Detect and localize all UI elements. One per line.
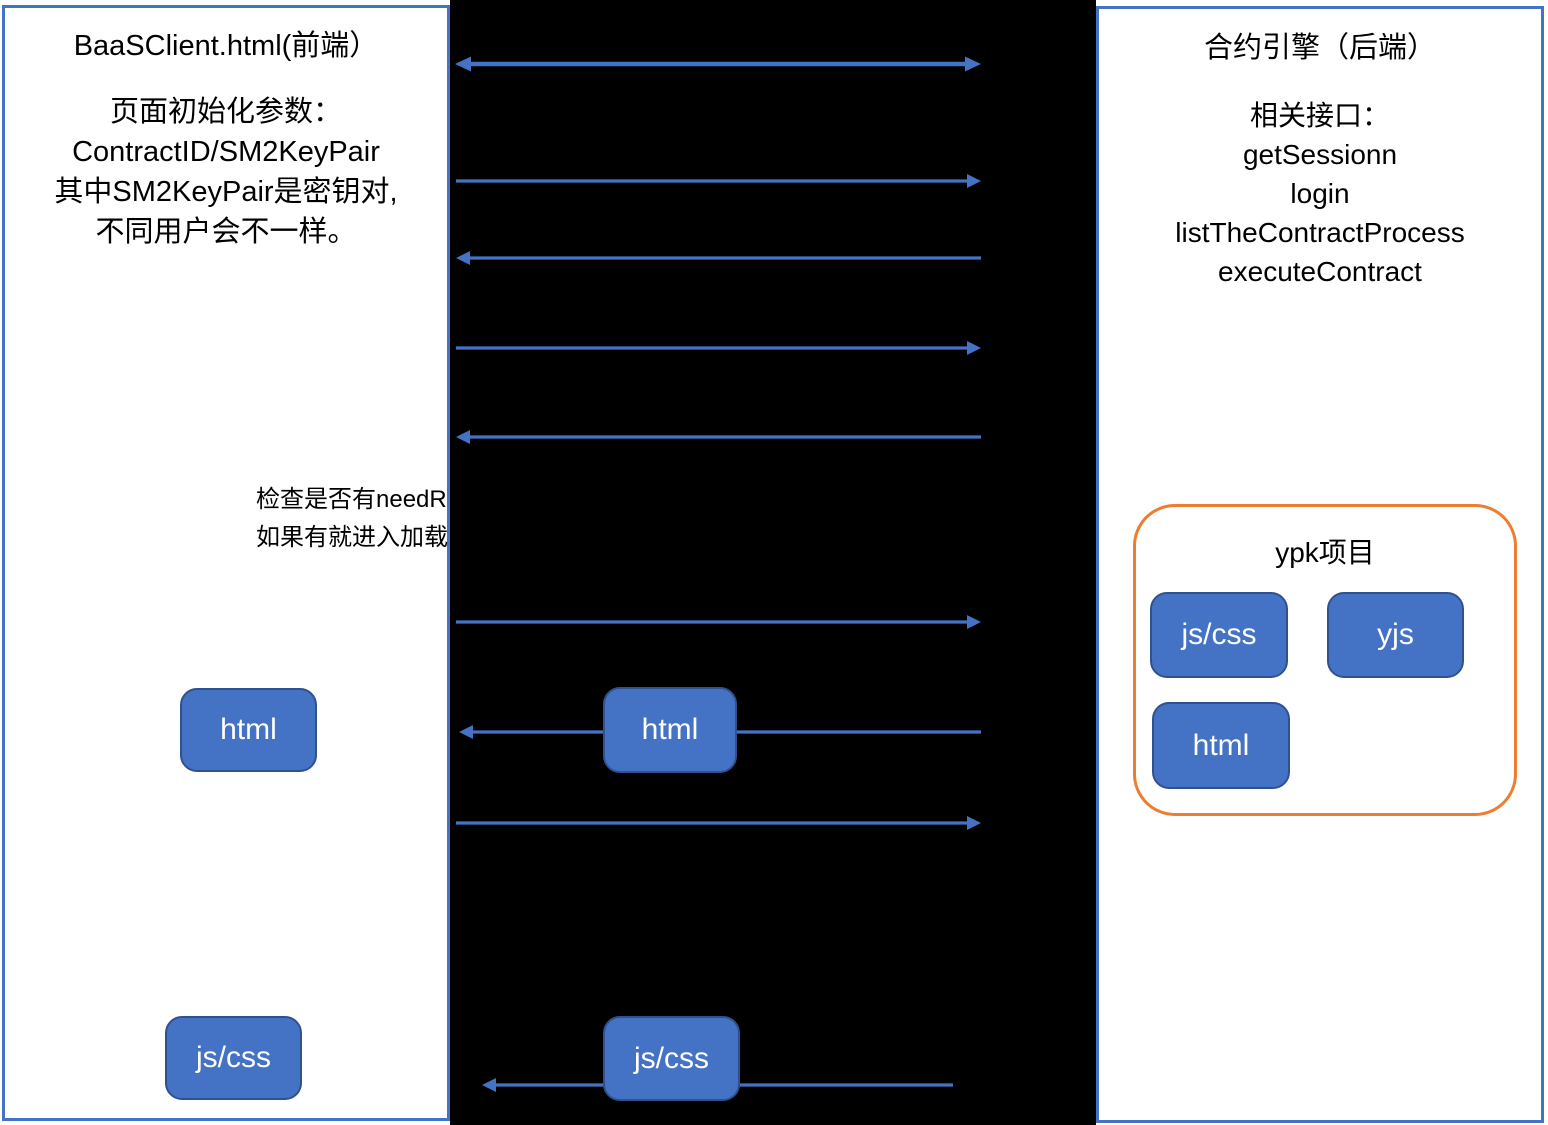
backend-panel-title: 合约引擎（后端） (1203, 32, 1436, 64)
init-params-line: 页面初始化参数： (109, 96, 342, 128)
init-params-line: ContractID/SM2KeyPair (72, 136, 380, 168)
api-list: 相关接口： getSessionn login listTheContractP… (1099, 96, 1541, 291)
api-list-item: getSessionn (1242, 139, 1398, 170)
api-list-item: executeContract (1218, 256, 1422, 287)
need-refresh-note-line: 检查是否有needR (256, 486, 447, 513)
frontend-panel: BaaSClient.html(前端） 页面初始化参数： ContractID/… (2, 5, 450, 1121)
init-params-line: 其中SM2KeyPair是密钥对, (54, 176, 398, 208)
frontend-jscss-node: js/css (165, 1016, 302, 1100)
ypk-html-node: html (1152, 702, 1290, 789)
ypk-project-group: ypk项目 js/css yjs html (1133, 504, 1517, 816)
frontend-panel-title: BaaSClient.html(前端） (73, 30, 379, 62)
frontend-html-node: html (180, 688, 317, 772)
backend-panel: 合约引擎（后端） 相关接口： getSessionn login listThe… (1096, 6, 1544, 1123)
channel-jscss-node: js/css (603, 1016, 740, 1101)
init-params-text: 页面初始化参数： ContractID/SM2KeyPair 其中SM2KeyP… (5, 92, 447, 252)
ypk-jscss-node: js/css (1150, 592, 1288, 678)
channel-html-node: html (603, 687, 737, 773)
api-list-item: login (1290, 178, 1350, 209)
need-refresh-note-line: 如果有就进入加载 (256, 524, 448, 551)
ypk-yjs-node: yjs (1327, 592, 1464, 678)
api-list-item: listTheContractProcess (1175, 217, 1465, 248)
need-refresh-note: 检查是否有needR 如果有就进入加载 (256, 481, 448, 557)
ypk-project-title: ypk项目 (1275, 537, 1375, 568)
api-list-heading: 相关接口： (1249, 100, 1390, 131)
message-channel-background (450, 0, 1096, 1125)
init-params-line: 不同用户会不一样。 (95, 216, 357, 248)
